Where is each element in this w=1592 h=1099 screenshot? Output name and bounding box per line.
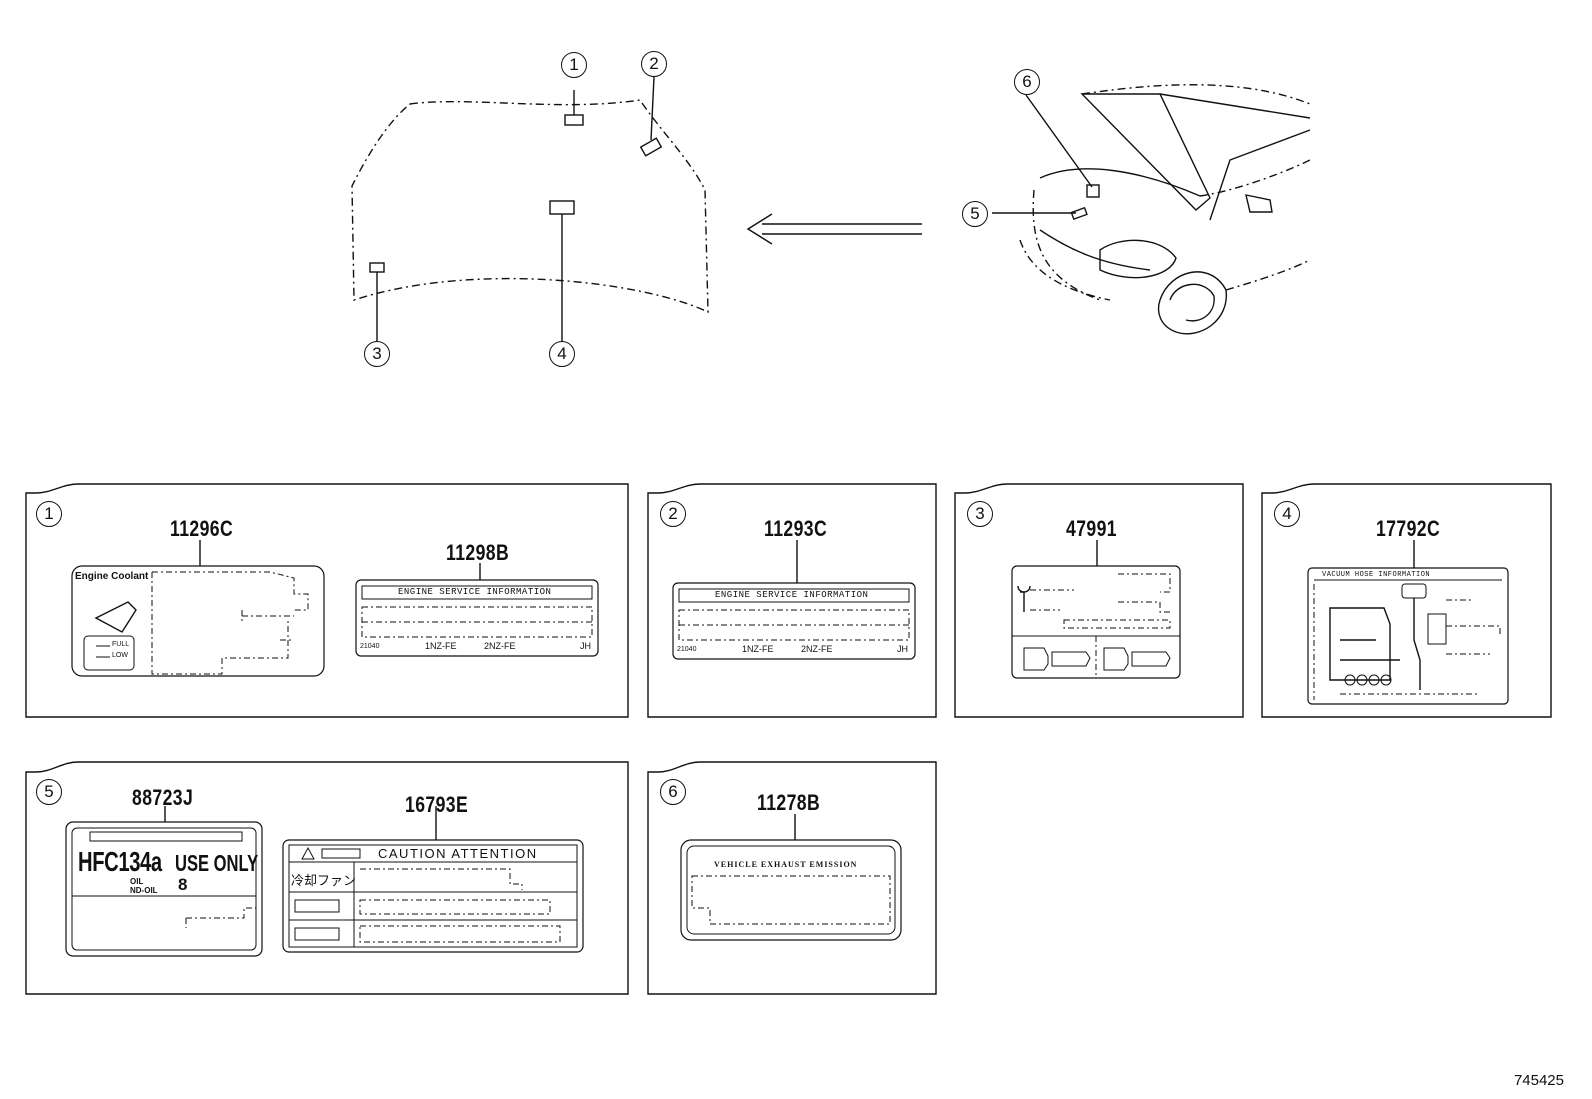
label-11278B-drawing [680,814,902,941]
label-11298B-drawing [355,563,599,657]
callout-3-hood: 3 [364,341,390,367]
panel-2-callout: 2 [660,501,686,527]
panel-frames [25,483,1552,995]
label-11296C-drawing [71,540,325,677]
label-suffix-2: JH [897,644,908,654]
hood-drawing [351,76,709,342]
label-47991-drawing [1011,540,1181,679]
callout-2-hood: 2 [641,51,667,77]
callout-5-car: 5 [962,201,988,227]
engine-coolant-title: Engine Coolant [75,571,149,582]
nd-oil-text: ND-OIL [130,886,158,895]
callout-1-hood: 1 [561,52,587,78]
callout-number: 6 [668,782,678,801]
callout-number: 6 [1022,72,1032,91]
panel-1-callout: 1 [36,501,62,527]
panel-3-callout: 3 [967,501,993,527]
engine-service-header-1: ENGINE SERVICE INFORMATION [398,587,552,597]
part-number-11278B: 11278B [757,790,821,815]
callout-6-car: 6 [1014,69,1040,95]
part-number-11293C: 11293C [764,516,828,541]
diagram-reference-number: 745425 [1513,1072,1564,1089]
engine-code-1nz-1: 1NZ-FE [425,641,457,651]
part-number-11298B: 11298B [446,540,510,565]
engine-code-2nz-1: 2NZ-FE [484,641,516,651]
label-11293C-drawing [672,540,916,660]
part-number-17792C: 17792C [1376,516,1441,541]
label-suffix-1: JH [580,641,591,651]
vehicle-exhaust-header: VEHICLE EXHAUST EMISSION [714,860,858,869]
callout-number: 4 [1282,504,1292,523]
callout-number: 2 [649,54,659,73]
use-only-text: USE ONLY [175,850,259,876]
car-front-drawing [992,84,1311,335]
callout-number: 4 [557,344,567,363]
panel-4-callout: 4 [1274,501,1300,527]
oil-text: OIL [130,877,144,886]
callout-number: 3 [372,344,382,363]
callout-number: 5 [970,204,980,223]
callout-number: 3 [975,504,985,523]
panel-6-callout: 6 [660,779,686,805]
callout-number: 1 [44,504,54,523]
callout-number: 2 [668,504,678,523]
panel-5-callout: 5 [36,779,62,805]
cooling-fan-text: 冷却ファン [291,874,357,889]
label-88723J-drawing [65,806,263,957]
part-number-16793E: 16793E [405,792,469,817]
vacuum-hose-header: VACUUM HOSE INFORMATION [1322,571,1431,579]
part-number-88723J: 88723J [132,785,194,810]
label-code-2: 21040 [677,646,697,653]
callout-number: 5 [44,782,54,801]
caution-attention-header: CAUTION ATTENTION [378,846,538,861]
label-17792C-drawing [1307,540,1509,705]
oil-number: 8 [178,875,188,894]
part-number-11296C: 11296C [170,516,234,541]
label-16793E-drawing [282,806,584,953]
engine-code-1nz-2: 1NZ-FE [742,644,774,654]
coolant-low-mark: LOW [112,652,128,659]
part-number-47991: 47991 [1066,516,1117,541]
engine-code-2nz-2: 2NZ-FE [801,644,833,654]
coolant-full-mark: FULL [112,641,130,648]
direction-arrow [746,213,922,245]
callout-number: 1 [569,55,579,74]
label-code-1: 21040 [360,643,380,650]
hfc134a-text: HFC134a [78,846,162,877]
callout-4-hood: 4 [549,341,575,367]
engine-service-header-2: ENGINE SERVICE INFORMATION [715,590,869,600]
